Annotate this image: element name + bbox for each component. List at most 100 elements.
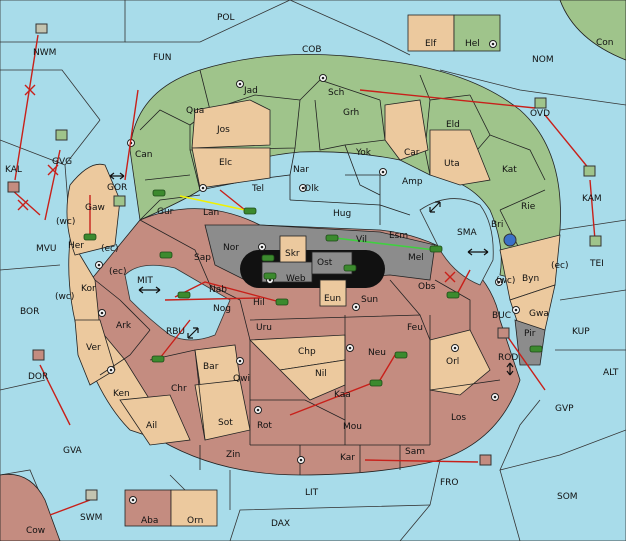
svg-text:Eld: Eld (446, 120, 460, 130)
svg-text:Lan: Lan (203, 208, 219, 218)
svg-text:Jad: Jad (243, 86, 258, 96)
svg-text:Gaw: Gaw (85, 203, 105, 213)
svg-text:GVP: GVP (555, 404, 574, 414)
svg-text:Sot: Sot (218, 418, 233, 428)
svg-text:DOR: DOR (28, 372, 48, 382)
region-orn[interactable] (170, 489, 218, 527)
inner-sea-sma[interactable] (419, 198, 494, 286)
svg-text:Yok: Yok (355, 148, 372, 158)
svg-text:NWM: NWM (33, 48, 56, 58)
svg-text:BUC: BUC (492, 311, 511, 321)
svg-text:Web: Web (286, 274, 306, 284)
svg-text:Kar: Kar (340, 453, 355, 463)
fleet-unit (497, 327, 510, 339)
region-ail[interactable] (119, 394, 191, 446)
svg-text:Ail: Ail (146, 421, 157, 431)
army-unit (529, 345, 543, 353)
svg-text:Nab: Nab (209, 285, 227, 295)
region-ver[interactable] (74, 319, 116, 386)
svg-text:Uta: Uta (444, 159, 460, 169)
army-unit (83, 233, 97, 241)
fleet-units[interactable] (7, 23, 602, 501)
svg-text:Neu: Neu (368, 348, 386, 358)
svg-text:(wc): (wc) (55, 292, 74, 302)
svg-text:Feu: Feu (407, 323, 423, 333)
svg-text:GVG: GVG (52, 157, 72, 167)
army-unit (243, 207, 257, 215)
region-cow[interactable] (0, 473, 61, 541)
svg-text:Vil: Vil (356, 235, 367, 245)
svg-text:DAX: DAX (271, 519, 290, 529)
svg-text:SMA: SMA (457, 228, 477, 238)
svg-text:Orn: Orn (187, 516, 203, 526)
region-skr[interactable] (279, 235, 307, 263)
svg-text:(wc): (wc) (496, 276, 515, 286)
region-car[interactable] (384, 99, 429, 161)
svg-text:Hil: Hil (253, 298, 265, 308)
svg-text:Elf: Elf (425, 39, 437, 49)
order-arrows (11, 34, 596, 516)
region-sot[interactable] (194, 379, 251, 441)
army-unit (275, 298, 289, 306)
fleet-unit (7, 181, 20, 193)
adjacency-hints (109, 172, 514, 376)
svg-text:GOR: GOR (107, 183, 127, 193)
svg-text:(ec): (ec) (101, 244, 119, 254)
svg-text:Chr: Chr (171, 384, 187, 394)
army-unit (369, 379, 383, 387)
region-elf[interactable] (407, 14, 455, 52)
army-units[interactable] (83, 189, 543, 387)
svg-text:(ec): (ec) (551, 261, 569, 271)
svg-text:Grh: Grh (343, 108, 359, 118)
fleet-unit (589, 235, 602, 247)
svg-text:BOR: BOR (20, 307, 39, 317)
svg-text:Tel: Tel (251, 184, 264, 194)
svg-text:Pir: Pir (524, 329, 536, 339)
region-ost[interactable] (311, 251, 353, 275)
svg-text:Ark: Ark (116, 321, 132, 331)
svg-text:(ec): (ec) (109, 267, 127, 277)
svg-text:Chp: Chp (298, 347, 316, 357)
region-jos[interactable] (191, 99, 271, 149)
svg-text:Skr: Skr (285, 249, 300, 259)
fleet-unit (32, 349, 45, 361)
svg-text:Ost: Ost (317, 258, 333, 268)
svg-text:Rie: Rie (521, 202, 536, 212)
svg-text:Eun: Eun (324, 294, 341, 304)
svg-text:Cow: Cow (26, 526, 45, 536)
region-labels: POL COB FUN NOM Con NWM OVD KAL GVG GOR … (5, 13, 619, 536)
svg-text:Nil: Nil (315, 369, 327, 379)
svg-text:Con: Con (596, 38, 614, 48)
fleet-unit (113, 195, 126, 207)
svg-text:Hug: Hug (333, 209, 351, 219)
inner-sea-mit[interactable] (124, 264, 231, 341)
fleet-unit (503, 233, 517, 247)
svg-text:SWM: SWM (80, 513, 102, 523)
fleet-unit (85, 489, 98, 501)
svg-text:Sam: Sam (405, 447, 425, 457)
svg-text:Elc: Elc (219, 158, 232, 168)
svg-text:Aba: Aba (141, 516, 158, 526)
svg-text:Amp: Amp (402, 177, 423, 187)
svg-text:Sch: Sch (328, 88, 344, 98)
svg-text:Qua: Qua (186, 106, 204, 116)
fleet-unit (583, 165, 596, 177)
svg-text:GVA: GVA (63, 446, 83, 456)
region-pir[interactable] (514, 319, 546, 366)
svg-text:Nor: Nor (223, 243, 239, 253)
fleet-unit (534, 97, 547, 109)
army-unit (159, 251, 173, 259)
army-unit (177, 291, 191, 299)
svg-text:ALT: ALT (603, 368, 619, 378)
army-unit (261, 254, 275, 262)
fleet-unit (479, 454, 492, 466)
region-uta[interactable] (429, 129, 491, 186)
svg-text:Kat: Kat (502, 165, 517, 175)
svg-text:Her: Her (68, 241, 84, 251)
svg-text:LIT: LIT (305, 488, 319, 498)
region-eun[interactable] (319, 279, 347, 307)
svg-text:Car: Car (404, 148, 420, 158)
svg-text:Bri: Bri (491, 220, 503, 230)
region-elc[interactable] (191, 147, 271, 189)
